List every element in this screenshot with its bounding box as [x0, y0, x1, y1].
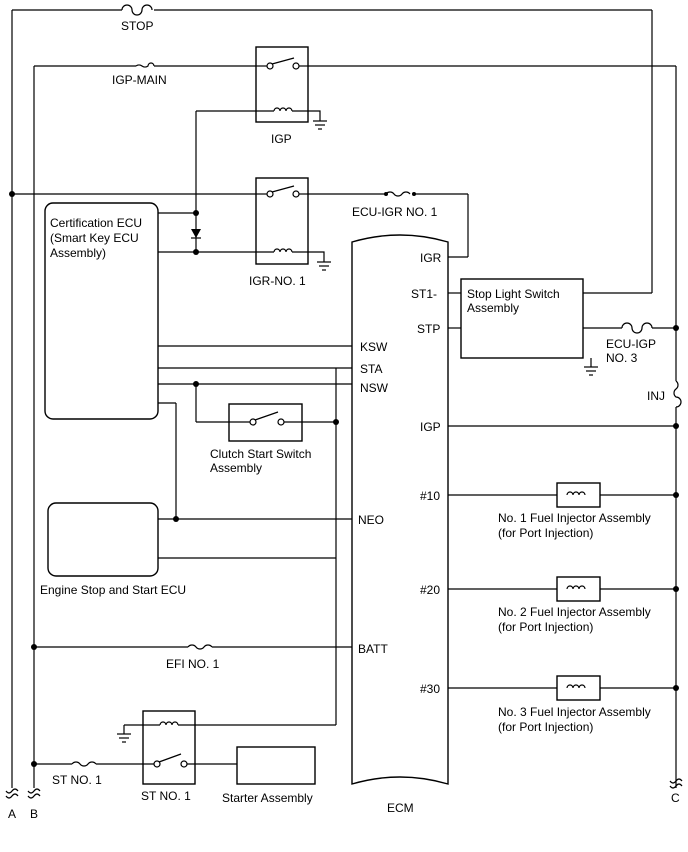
fuse-st-no1-label: ST NO. 1	[52, 773, 102, 787]
ecm-pin-neo: NEO	[358, 513, 384, 527]
ecm-pin-stp: STP	[417, 322, 440, 336]
injector-2-label-2: (for Port Injection)	[498, 620, 593, 634]
injector-1-label-2: (for Port Injection)	[498, 526, 593, 540]
injector-wires	[448, 425, 676, 689]
starter-assembly-box	[236, 746, 316, 785]
ecm-pin-nsw: NSW	[360, 381, 389, 395]
ecm-box	[351, 234, 449, 785]
junction-dots	[9, 191, 679, 767]
relay-st-no1-label: ST NO. 1	[141, 789, 191, 803]
igr-no1-relay	[255, 177, 331, 271]
certification-ecu-box	[44, 202, 159, 420]
clutch-start-switch	[228, 403, 303, 442]
clutch-switch-label-1: Clutch Start Switch	[210, 447, 311, 461]
ecm-pin-30: #30	[420, 682, 440, 696]
clutch-switch-label-2: Assembly	[210, 461, 262, 475]
fuse-efi-no1-label: EFI NO. 1	[166, 657, 220, 671]
ecm-pin-sta: STA	[360, 362, 382, 376]
ecm-pin-igr: IGR	[420, 251, 442, 265]
fuse-ecu-igp-label-2: NO. 3	[606, 351, 638, 365]
ecm-pin-st1: ST1-	[411, 287, 437, 301]
relay-igr-no1-label: IGR-NO. 1	[249, 274, 306, 288]
fuse-inj-label: INJ	[647, 389, 665, 403]
igr-wires	[12, 111, 469, 258]
terminal-a-label: A	[8, 807, 16, 821]
fuse-symbols	[71, 4, 682, 767]
injector-2-label-1: No. 2 Fuel Injector Assembly	[498, 605, 651, 619]
engine-stop-ecu-label: Engine Stop and Start ECU	[40, 583, 186, 597]
terminal-c-label: C	[671, 791, 680, 805]
ecm-pin-20: #20	[420, 583, 440, 597]
stop-light-label-1: Stop Light Switch	[467, 287, 560, 301]
ecm-pin-igp: IGP	[420, 420, 441, 434]
injector-1-label-1: No. 1 Fuel Injector Assembly	[498, 511, 651, 525]
fuse-ecu-igp-label-1: ECU-IGP	[606, 337, 656, 351]
fuse-igp-main-label: IGP-MAIN	[112, 73, 167, 87]
wire-break-marks	[5, 778, 683, 799]
relay-igp-label: IGP	[271, 132, 292, 146]
ecm-pin-ksw: KSW	[360, 340, 388, 354]
stop-light-switch-box	[460, 278, 584, 359]
igp-relay	[196, 46, 327, 130]
terminal-b-label: B	[30, 807, 38, 821]
injector-3-label-2: (for Port Injection)	[498, 720, 593, 734]
fuse-stop-label: STOP	[121, 19, 153, 33]
cert-ecu-label-1: Certification ECU	[50, 216, 142, 230]
ecm-pin-10: #10	[420, 489, 440, 503]
cert-ecu-label-2: (Smart Key ECU	[50, 231, 139, 245]
injector-symbols	[556, 482, 601, 701]
starter-label: Starter Assembly	[222, 791, 313, 805]
fuse-ecu-igr-no1-label: ECU-IGR NO. 1	[352, 205, 438, 219]
stop-light-label-2: Assembly	[467, 301, 519, 315]
stop-light-wires	[448, 292, 676, 376]
st-no1-relay	[34, 710, 237, 785]
cert-ecu-label-3: Assembly)	[50, 246, 106, 260]
ecm-label: ECM	[387, 801, 414, 815]
injector-3-label-1: No. 3 Fuel Injector Assembly	[498, 705, 651, 719]
engine-stop-start-ecu-box	[47, 502, 159, 577]
ecm-pin-batt: BATT	[358, 642, 388, 656]
ecm-input-wires	[34, 345, 352, 726]
